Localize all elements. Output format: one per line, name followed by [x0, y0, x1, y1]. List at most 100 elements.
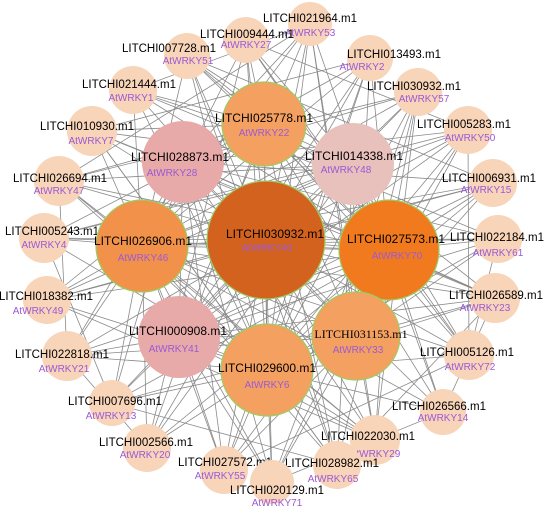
node-ath-label: AtWRKY27: [221, 40, 272, 51]
node-circle: [474, 215, 522, 263]
node-ath-label: AtWRKY48: [321, 165, 372, 176]
node-id-label: LITCHI022818.m1: [15, 349, 109, 361]
node-id-label: LITCHI028982.m1: [285, 458, 379, 470]
node-circle: [123, 424, 171, 472]
node-id-label: LITCHI021964.m1: [263, 13, 357, 25]
node-id-label: LITCHI014338.m1: [305, 149, 403, 163]
edge: [58, 180, 68, 357]
edge: [46, 299, 376, 441]
node-circle: [347, 35, 393, 81]
node-id-label: LITCHI010930.m1: [40, 121, 134, 133]
edge: [146, 163, 354, 449]
node-id-label: LITCHI026694.m1: [13, 173, 107, 185]
edge: [178, 238, 499, 338]
node-id-label: LITCHI027572.m1: [178, 457, 272, 469]
node-circle: [67, 106, 117, 156]
node-ath-label: AtWRKY49: [13, 306, 64, 317]
node-ath-label: AtWRKY20: [120, 450, 171, 461]
node-ath-label: AtWRKY23: [460, 303, 511, 314]
edge: [223, 354, 470, 471]
node-circle: [444, 106, 492, 154]
node-circle: [250, 460, 294, 504]
node-circle: [19, 213, 69, 263]
node-circle: [420, 389, 466, 435]
edge: [111, 402, 338, 466]
node-id-label: LITCHI000908.m1: [129, 324, 227, 338]
node-id-label: LITCHI005243.m1: [5, 226, 99, 238]
edge: [182, 161, 496, 299]
node-ath-label: AtWRKY40: [242, 243, 293, 254]
node-circle: [89, 380, 135, 426]
node-ath-label: AtWRKY50: [445, 133, 496, 144]
node-id-label: LITCHI006931.m1: [442, 173, 536, 185]
node-ath-label: AtWRKY72: [445, 362, 496, 373]
edge: [91, 130, 354, 165]
node-id-label: LITCHI030932.m1: [367, 81, 461, 93]
edge: [245, 39, 469, 131]
node-circle: [206, 180, 326, 300]
node-ath-label: AtWRKY53: [285, 28, 336, 39]
node-circle: [23, 276, 71, 324]
node-circle: [338, 199, 440, 301]
node-ath-label: AtWRKY61: [473, 248, 524, 259]
node-ath-label: AtWRKY57: [399, 94, 450, 105]
node-circle: [34, 156, 84, 206]
edge: [271, 91, 419, 483]
node-circle: [288, 2, 332, 46]
edge: [91, 130, 338, 466]
node-id-label: LITCHI005283.m1: [417, 119, 511, 131]
node-circle: [220, 323, 314, 417]
node-ath-label: AtWRKY51: [163, 56, 214, 67]
edge: [58, 23, 311, 182]
node-id-label: LITCHI002566.m1: [99, 437, 193, 449]
edge: [43, 163, 354, 239]
edge: [141, 129, 469, 247]
node-circle: [444, 330, 494, 380]
node-circle: [164, 33, 210, 79]
node-id-label: LITCHI025778.m1: [215, 111, 313, 125]
node-ath-label: AtWRKY33: [333, 345, 384, 356]
node-circle: [312, 123, 394, 205]
node-circle: [313, 441, 361, 489]
node-circle: [95, 199, 189, 293]
edge: [178, 23, 311, 338]
edge: [182, 161, 273, 483]
edge: [182, 161, 376, 441]
node-circle: [469, 159, 517, 207]
node-id-label: LITCHI020129.m1: [230, 485, 324, 497]
node-ath-label: AtWRKY4: [21, 240, 66, 251]
node-circle: [221, 81, 307, 167]
